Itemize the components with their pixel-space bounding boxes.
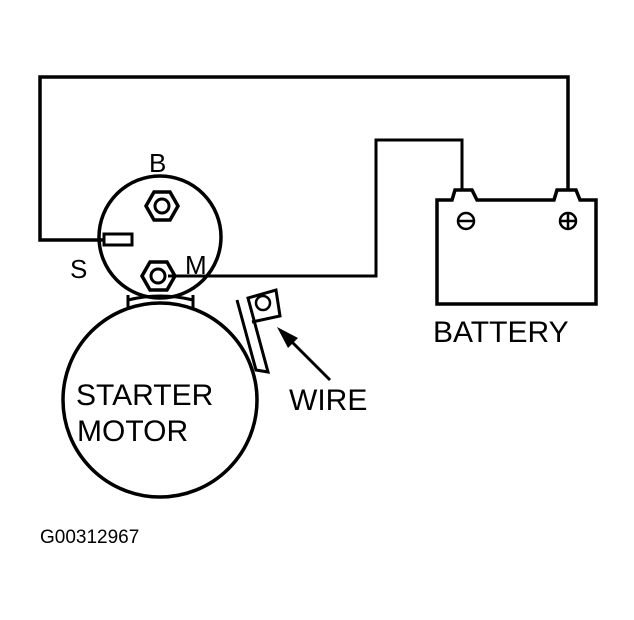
starter-label-line1: STARTER bbox=[76, 379, 213, 412]
b-terminal-stud bbox=[153, 197, 171, 215]
ground-wire-strap bbox=[235, 288, 282, 374]
terminal-b-label: B bbox=[149, 148, 166, 178]
wire-s-to-battery-positive bbox=[38, 75, 570, 242]
wire-m-to-battery-negative bbox=[168, 138, 464, 278]
battery-body bbox=[435, 188, 598, 306]
ground-wire-eyelet bbox=[254, 294, 272, 312]
m-terminal-stud bbox=[149, 267, 167, 285]
s-terminal-tab bbox=[102, 232, 134, 247]
solenoid-body bbox=[97, 174, 223, 300]
terminal-m-label: M bbox=[185, 250, 207, 280]
starter-label-line2: MOTOR bbox=[77, 415, 188, 448]
terminal-s-label: S bbox=[70, 254, 87, 284]
wire-callout-arrow-line bbox=[288, 338, 332, 382]
battery-label: BATTERY bbox=[433, 316, 569, 349]
figure-id: G00312967 bbox=[40, 527, 139, 548]
b-terminal-nut bbox=[143, 190, 181, 222]
wire-callout-label: WIRE bbox=[289, 384, 367, 417]
wire-callout-arrowhead bbox=[277, 327, 298, 348]
m-terminal-nut bbox=[139, 260, 178, 292]
starter-motor-body bbox=[61, 301, 259, 499]
